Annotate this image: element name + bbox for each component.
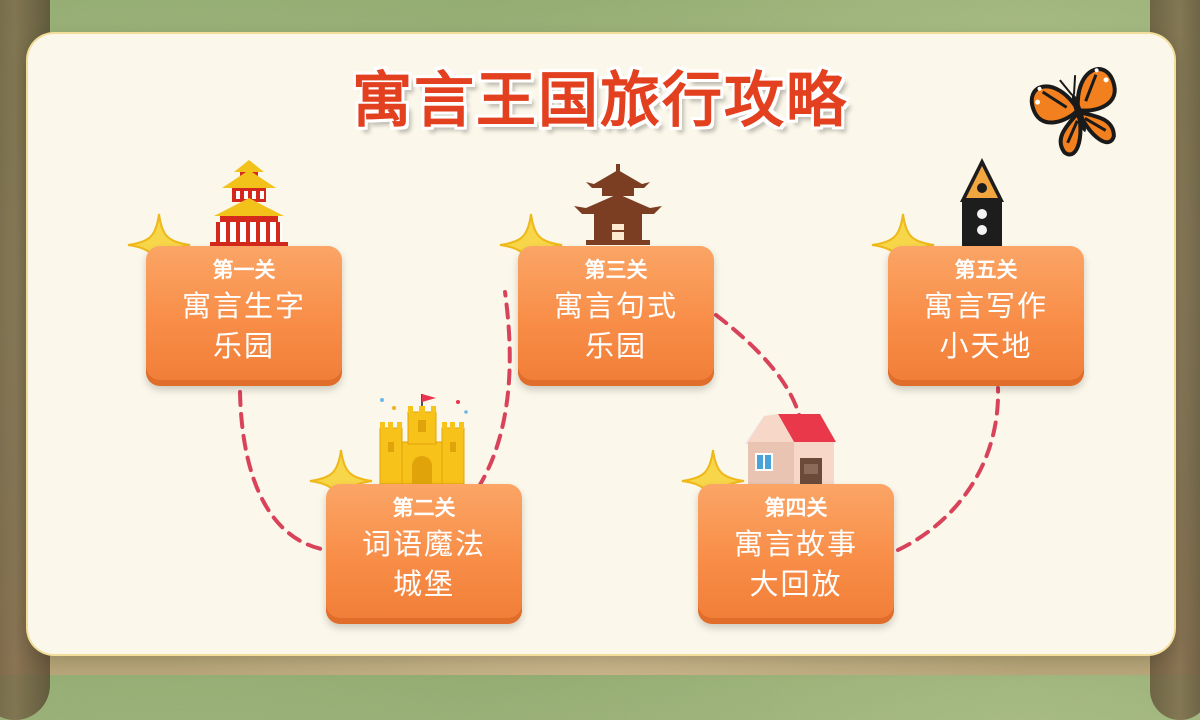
house-icon xyxy=(744,414,836,488)
route-path xyxy=(238,290,1001,552)
level-name: 寓言故事 xyxy=(733,527,858,561)
level-4-card[interactable]: 第四关 寓言故事 大回放 xyxy=(698,484,894,624)
level-1-card[interactable]: 第一关 寓言生字 乐园 xyxy=(146,246,342,386)
route-segment xyxy=(238,390,328,552)
route-segment xyxy=(896,386,1001,552)
level-name: 乐园 xyxy=(584,329,647,363)
level-number: 第三关 xyxy=(584,257,648,282)
level-5-card[interactable]: 第五关 寓言写作 小天地 xyxy=(888,246,1084,386)
butterfly-icon xyxy=(1029,67,1117,157)
level-name: 乐园 xyxy=(212,329,275,363)
level-number: 第五关 xyxy=(954,257,1018,282)
level-name: 词语魔法 xyxy=(361,527,486,561)
page-title: 寓言王国旅行攻略 xyxy=(352,66,848,136)
castle-icon xyxy=(379,394,468,485)
level-name: 寓言写作 xyxy=(923,289,1048,323)
level-number: 第二关 xyxy=(392,495,456,520)
pavilion-icon xyxy=(574,164,662,245)
level-name: 寓言句式 xyxy=(553,289,678,323)
pagoda-icon xyxy=(210,160,288,247)
level-3-card[interactable]: 第三关 寓言句式 乐园 xyxy=(518,246,714,386)
level-number: 第一关 xyxy=(212,257,276,282)
level-name: 大回放 xyxy=(749,567,843,601)
level-name: 小天地 xyxy=(939,329,1033,363)
birdhouse-icon xyxy=(960,158,1004,246)
level-name: 寓言生字 xyxy=(181,289,306,323)
level-number: 第四关 xyxy=(764,495,828,520)
level-2-card[interactable]: 第二关 词语魔法 城堡 xyxy=(326,484,522,624)
route-segment xyxy=(714,313,802,420)
route-segment xyxy=(476,290,512,490)
level-name: 城堡 xyxy=(392,567,455,601)
